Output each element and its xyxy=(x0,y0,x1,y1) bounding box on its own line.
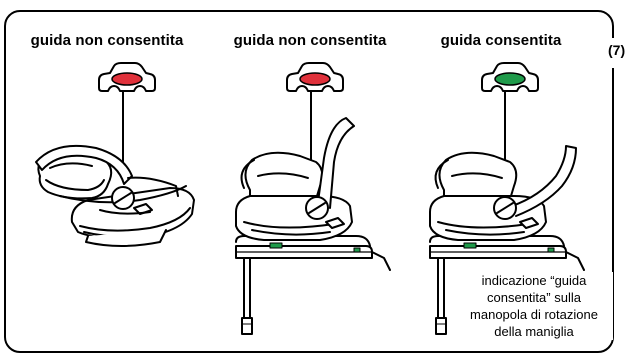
infant-carrier-3 xyxy=(429,145,577,241)
note-line-3: manopola di rotazione xyxy=(470,307,598,322)
car-indicator-icon-2 xyxy=(286,62,344,92)
note-line-2: consentita” sulla xyxy=(487,290,581,305)
allowed-driving-note: indicazione “guida consentita” sulla man… xyxy=(455,272,613,340)
indicator-lamp-3 xyxy=(494,72,526,86)
indicator-lamp-2 xyxy=(299,72,331,86)
panel-2-title: guida non consentita xyxy=(233,32,387,49)
panel-1-title: guida non consentita xyxy=(30,32,184,49)
panel-2-illustration xyxy=(235,62,391,335)
indicator-lamp-1 xyxy=(111,72,143,86)
infant-carrier-1 xyxy=(35,144,195,247)
car-indicator-icon-3 xyxy=(481,62,539,92)
panel-3-illustration xyxy=(429,62,585,335)
panel-1-illustration xyxy=(35,62,195,247)
figure-number: (7) xyxy=(608,42,626,58)
isofix-base-2 xyxy=(235,235,391,335)
figure-number-tab xyxy=(602,38,628,68)
infant-carrier-2 xyxy=(235,117,355,241)
note-line-1: indicazione “guida xyxy=(481,273,587,288)
note-line-4: della maniglia xyxy=(494,324,574,339)
car-indicator-icon-1 xyxy=(98,62,156,92)
panel-3-title: guida consentita xyxy=(440,32,562,49)
